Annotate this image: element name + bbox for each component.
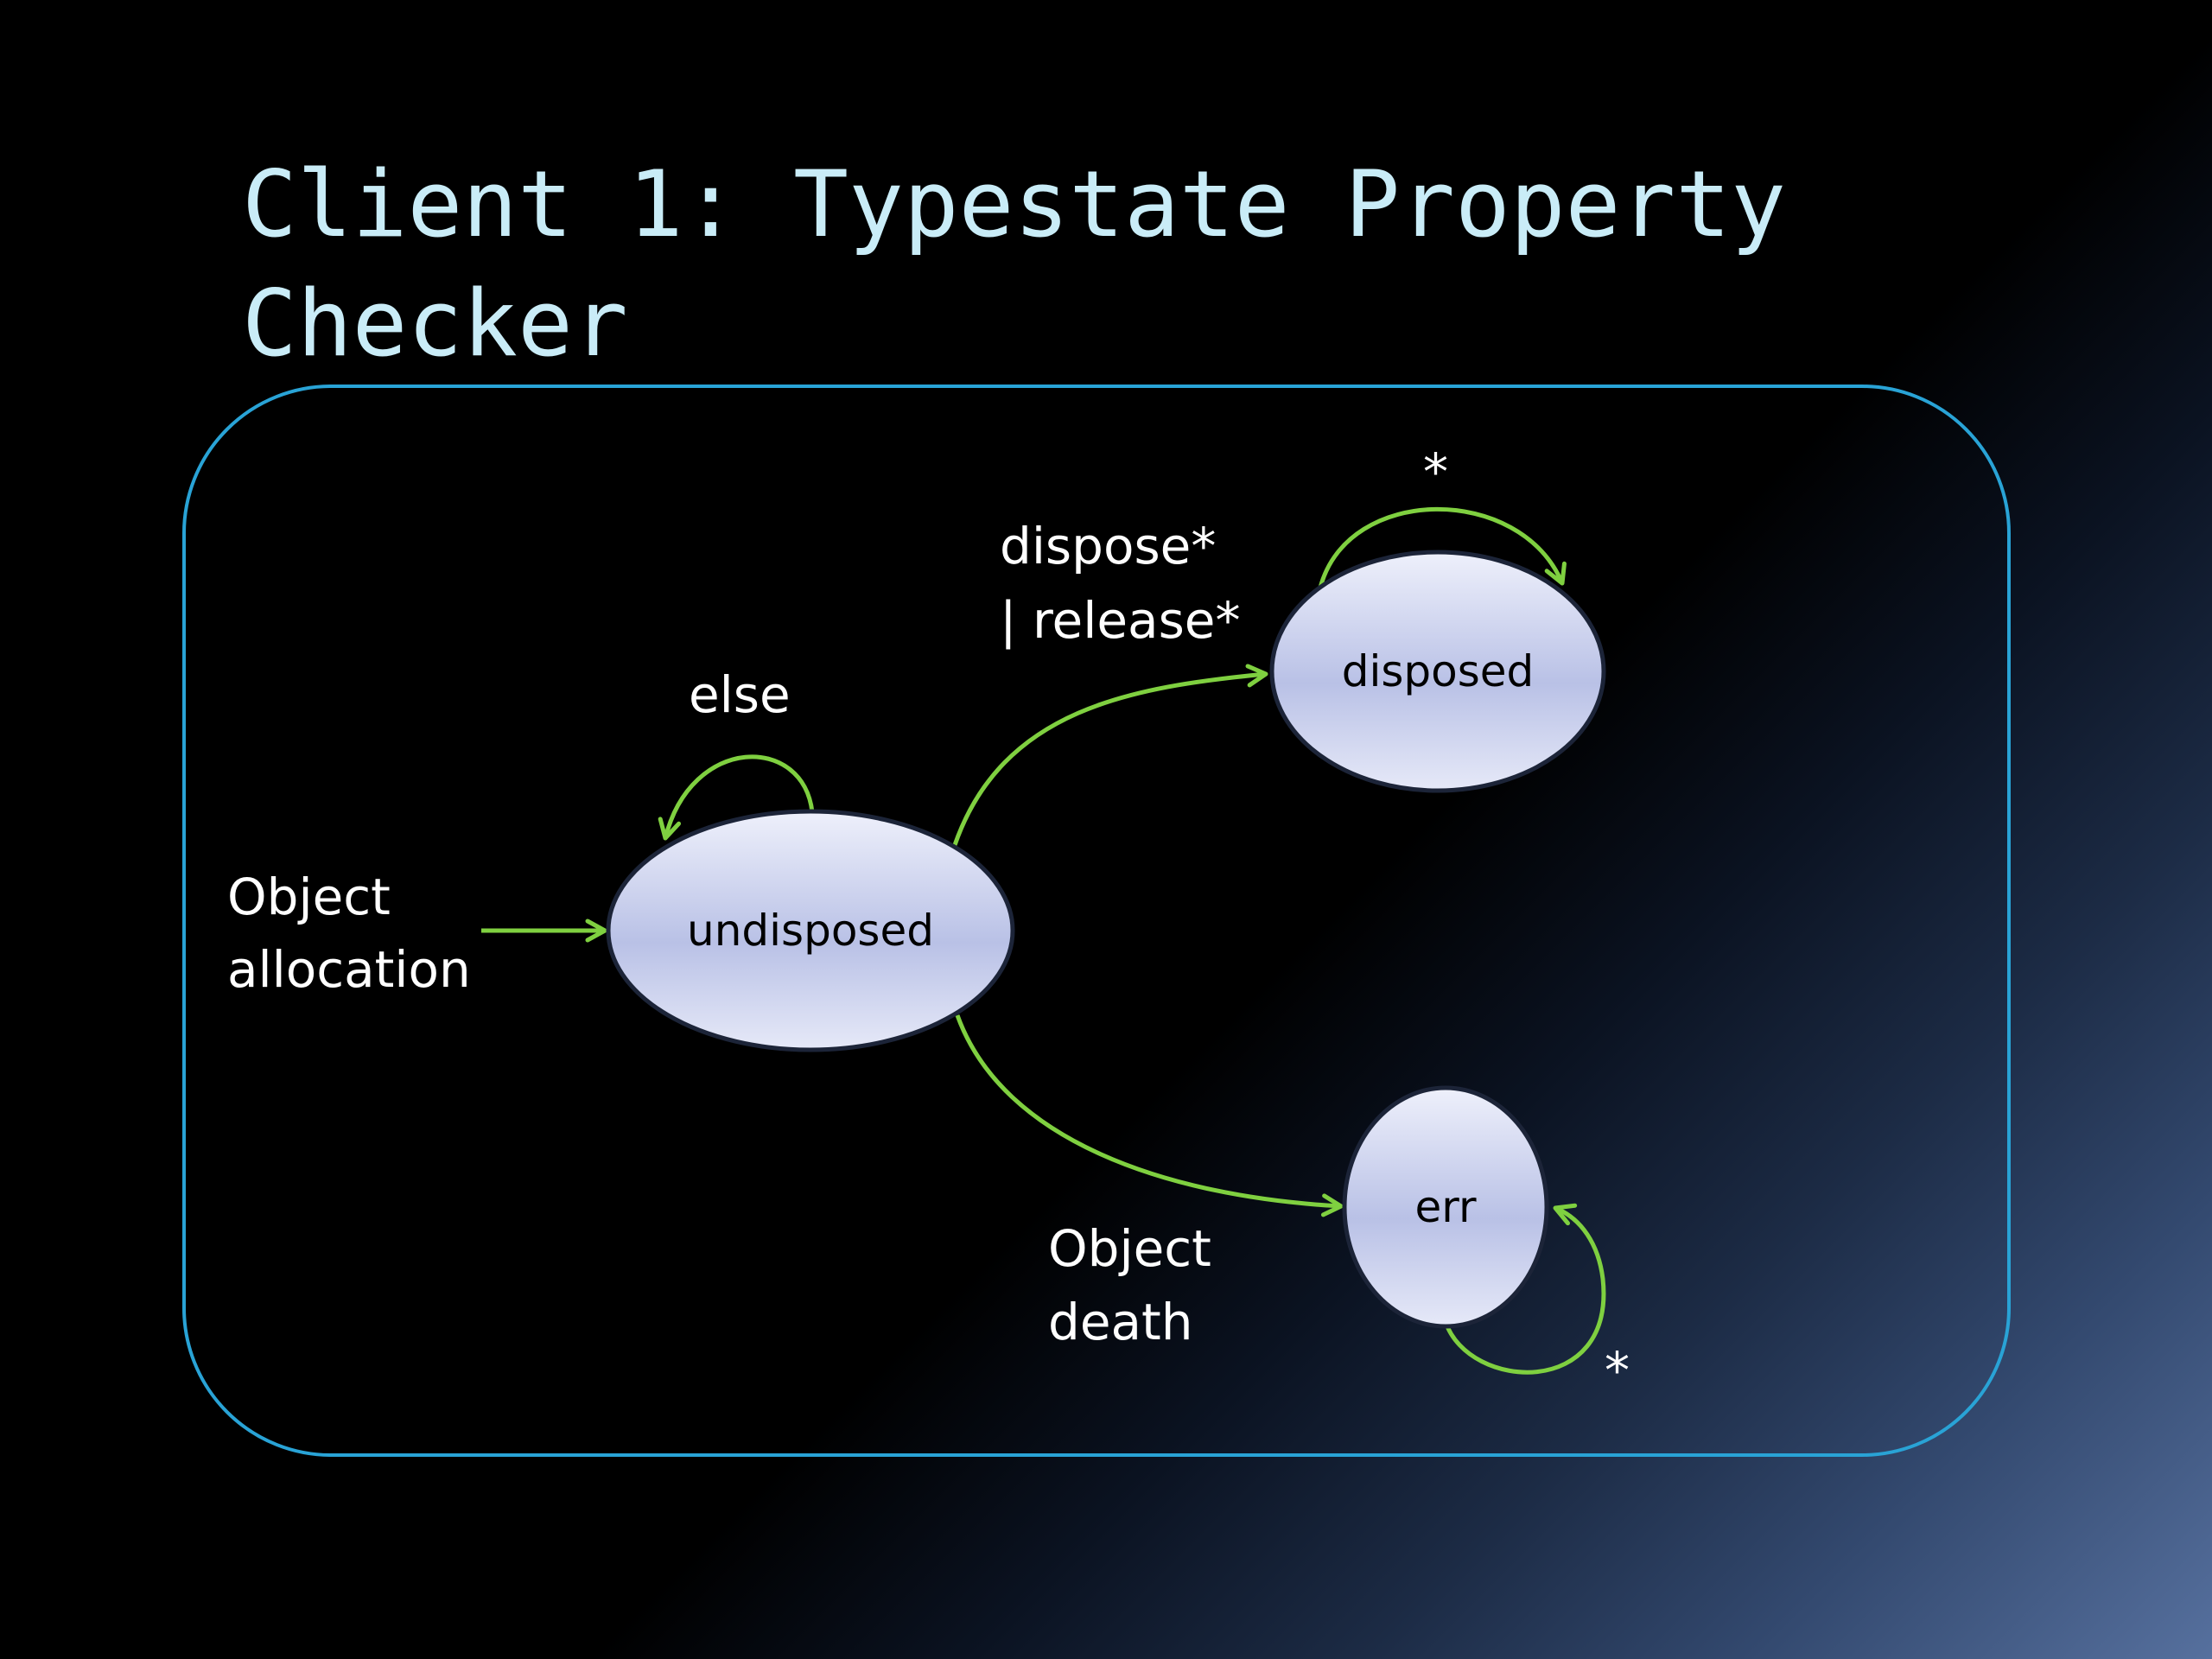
label-object-allocation-line-1: Object <box>227 868 391 926</box>
label-dispose-release-line-1: dispose* <box>1000 517 1216 575</box>
label-err-self: * <box>1605 1341 1630 1400</box>
edge-object-death <box>955 1014 1344 1217</box>
node-undisposed-label: undisposed <box>687 906 934 956</box>
slide-title-line-1: Client 1: Typestate Property <box>242 151 1786 257</box>
node-err: err <box>1342 1085 1549 1329</box>
edge-disposed-self-loop <box>1318 506 1567 588</box>
node-disposed-label: disposed <box>1342 646 1535 696</box>
edge-else-self-loop <box>658 754 815 841</box>
label-else: else <box>689 665 791 724</box>
label-object-death: Object death <box>1048 1219 1227 1351</box>
label-disposed-self: * <box>1423 442 1448 501</box>
label-object-death-line-1: Object <box>1048 1219 1211 1278</box>
slide-title-line-2: Checker <box>242 270 628 377</box>
label-object-allocation-line-2: allocation <box>227 940 471 999</box>
node-undisposed: undisposed <box>606 809 1015 1052</box>
slide-title: Client 1: Typestate Property Checker <box>242 145 1884 384</box>
edge-err-self-loop <box>1443 1203 1606 1375</box>
node-err-label: err <box>1415 1182 1477 1232</box>
node-disposed: disposed <box>1269 550 1606 793</box>
label-object-death-line-2: death <box>1048 1293 1193 1351</box>
label-object-allocation: Object allocation <box>227 868 471 999</box>
label-dispose-release: dispose* | release* <box>1000 517 1240 650</box>
label-dispose-release-line-2: | release* <box>1000 591 1240 650</box>
diagram-frame <box>182 385 2011 1457</box>
edge-dispose-release <box>952 664 1268 846</box>
